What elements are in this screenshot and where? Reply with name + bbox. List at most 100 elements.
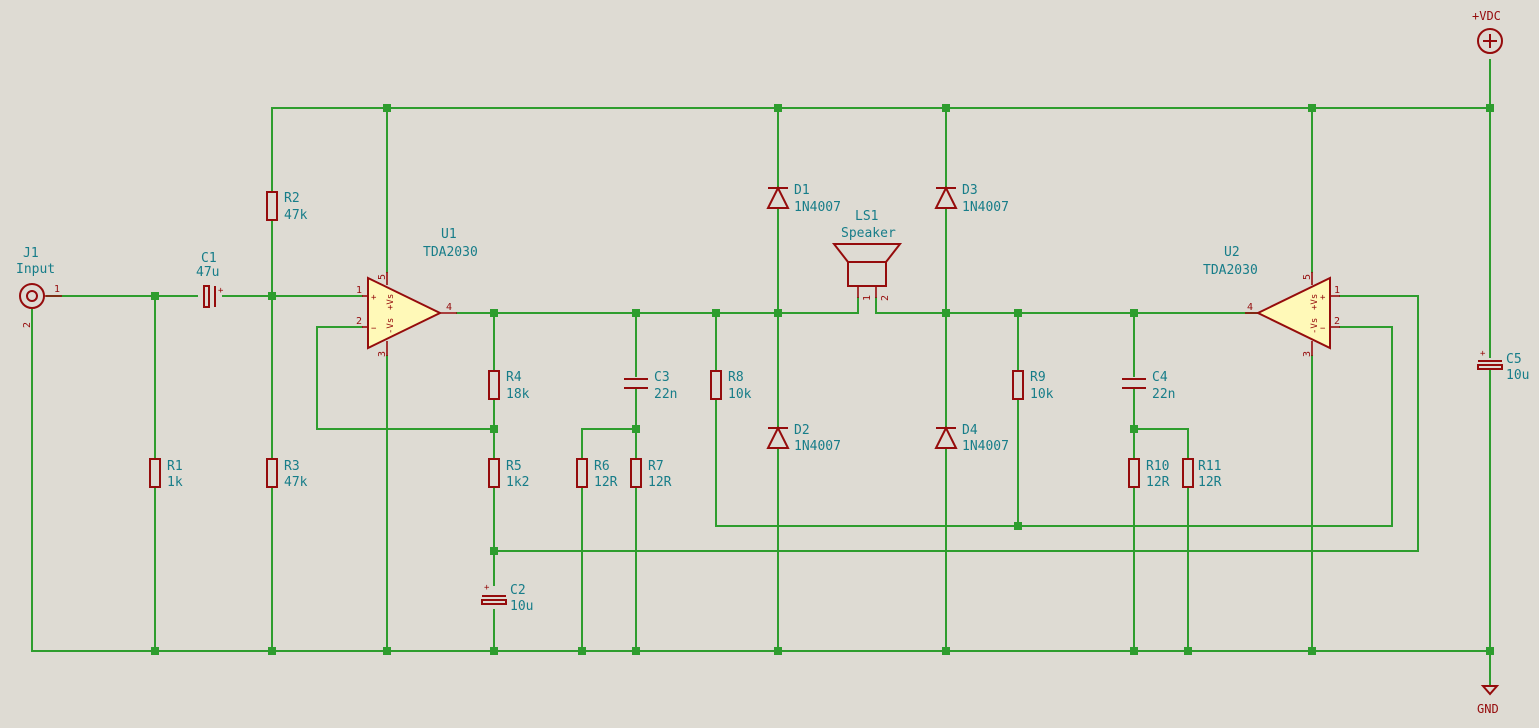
r9-ref: R9 [1030,370,1046,385]
u2-pin-2: 2 [1334,316,1340,327]
junction-dot [1014,522,1022,530]
vdc-label: +VDC [1472,9,1501,23]
junction-dot [632,647,640,655]
ls1-ref: LS1 [855,209,878,224]
junction-dot [942,647,950,655]
wires [31,59,1491,685]
u2-pin-5: 5 [1302,274,1313,280]
u1-minus: − [371,324,377,334]
j1-pin-2: 2 [22,322,33,328]
d1-value: 1N4007 [794,200,841,215]
junction-dot [1308,647,1316,655]
ls1-value: Speaker [841,226,896,241]
r8-ref: R8 [728,370,744,385]
r6-ref: R6 [594,459,610,474]
resistor-r3[interactable]: R3 47k [266,458,308,490]
r7-value: 12R [648,475,672,490]
r10-ref: R10 [1146,459,1169,474]
u1-ref: U1 [441,227,457,242]
j1-ref: J1 [23,246,39,261]
junction-dot [712,309,720,317]
u2-minus: − [1320,324,1326,334]
vdc-power-symbol[interactable]: +VDC [1472,9,1503,54]
resistor-r6[interactable]: R6 12R [576,458,618,490]
junction-dot [632,425,640,433]
u1-pin-4: 4 [446,302,452,313]
resistor-r11[interactable]: R11 12R [1182,458,1222,490]
u2-pin-3: 3 [1302,351,1313,357]
junction-dot [1486,104,1494,112]
junction-dot [774,647,782,655]
capacitor-c1[interactable]: + C1 47u [196,251,224,308]
c2-polarity: + [484,583,490,593]
u1-vminus: -Vs [386,318,396,334]
resistor-r4[interactable]: R4 18k [488,370,530,402]
resistor-r1[interactable]: R1 1k [149,458,183,490]
junctions [151,104,1494,655]
junction-dot [383,104,391,112]
junction-dot [942,309,950,317]
c2-ref: C2 [510,583,526,598]
capacitor-c3[interactable]: C3 22n [624,370,677,402]
connector-j1[interactable]: J1 Input 1 2 [16,246,62,328]
u2-pin-4: 4 [1247,302,1253,313]
gnd-label: GND [1477,702,1499,716]
junction-dot [1308,104,1316,112]
c5-value: 10u [1506,368,1529,383]
u2-ref: U2 [1224,245,1240,260]
junction-dot [774,104,782,112]
junction-dot [1184,647,1192,655]
c1-value: 47u [196,265,219,280]
capacitor-c2[interactable]: + C2 10u [481,583,533,614]
junction-dot [1130,309,1138,317]
u1-value: TDA2030 [423,245,478,260]
d2-value: 1N4007 [794,439,841,454]
junction-dot [1486,647,1494,655]
u2-vminus: -Vs [1310,318,1320,334]
junction-dot [942,104,950,112]
r3-value: 47k [284,475,308,490]
r11-value: 12R [1198,475,1222,490]
junction-dot [268,647,276,655]
junction-dot [1130,425,1138,433]
u1-pin-5: 5 [377,274,388,280]
resistor-r5[interactable]: R5 1k2 [488,458,529,490]
r4-ref: R4 [506,370,522,385]
junction-dot [490,425,498,433]
resistor-r7[interactable]: R7 12R [630,458,672,490]
opamp-u1[interactable]: + − +Vs -Vs U1 TDA2030 1 2 3 4 5 [356,227,478,357]
u2-value: TDA2030 [1203,263,1258,278]
diode-d4[interactable]: D4 1N4007 [934,423,1009,454]
resistor-r8[interactable]: R8 10k [710,370,752,402]
d1-ref: D1 [794,183,810,198]
j1-pin-1: 1 [54,284,60,295]
gnd-power-symbol[interactable]: GND [1477,685,1500,716]
diode-d1[interactable]: D1 1N4007 [766,183,841,215]
speaker-ls1[interactable]: LS1 Speaker 1 2 [831,209,903,301]
u2-pin-1: 1 [1334,285,1340,296]
junction-dot [490,547,498,555]
junction-dot [578,647,586,655]
junction-dot [1014,309,1022,317]
c2-value: 10u [510,599,533,614]
d3-value: 1N4007 [962,200,1009,215]
capacitor-c4[interactable]: C4 22n [1122,370,1175,402]
u1-plus: + [371,293,377,303]
u1-vplus: +Vs [386,294,396,310]
opamp-u2[interactable]: + − +Vs -Vs U2 TDA2030 1 2 3 4 5 [1203,245,1340,357]
junction-dot [774,309,782,317]
resistor-r9[interactable]: R9 10k [1012,370,1054,402]
junction-dot [151,647,159,655]
j1-value: Input [16,262,55,277]
junction-dot [151,292,159,300]
capacitor-c5[interactable]: + C5 10u [1477,349,1529,383]
r10-value: 12R [1146,475,1170,490]
ls1-pin-2: 2 [880,295,891,301]
diode-d2[interactable]: D2 1N4007 [766,423,841,454]
r3-ref: R3 [284,459,300,474]
diode-d3[interactable]: D3 1N4007 [934,183,1009,215]
resistor-r2[interactable]: R2 47k [266,191,308,223]
resistor-r10[interactable]: R10 12R [1128,458,1170,490]
r9-value: 10k [1030,387,1054,402]
